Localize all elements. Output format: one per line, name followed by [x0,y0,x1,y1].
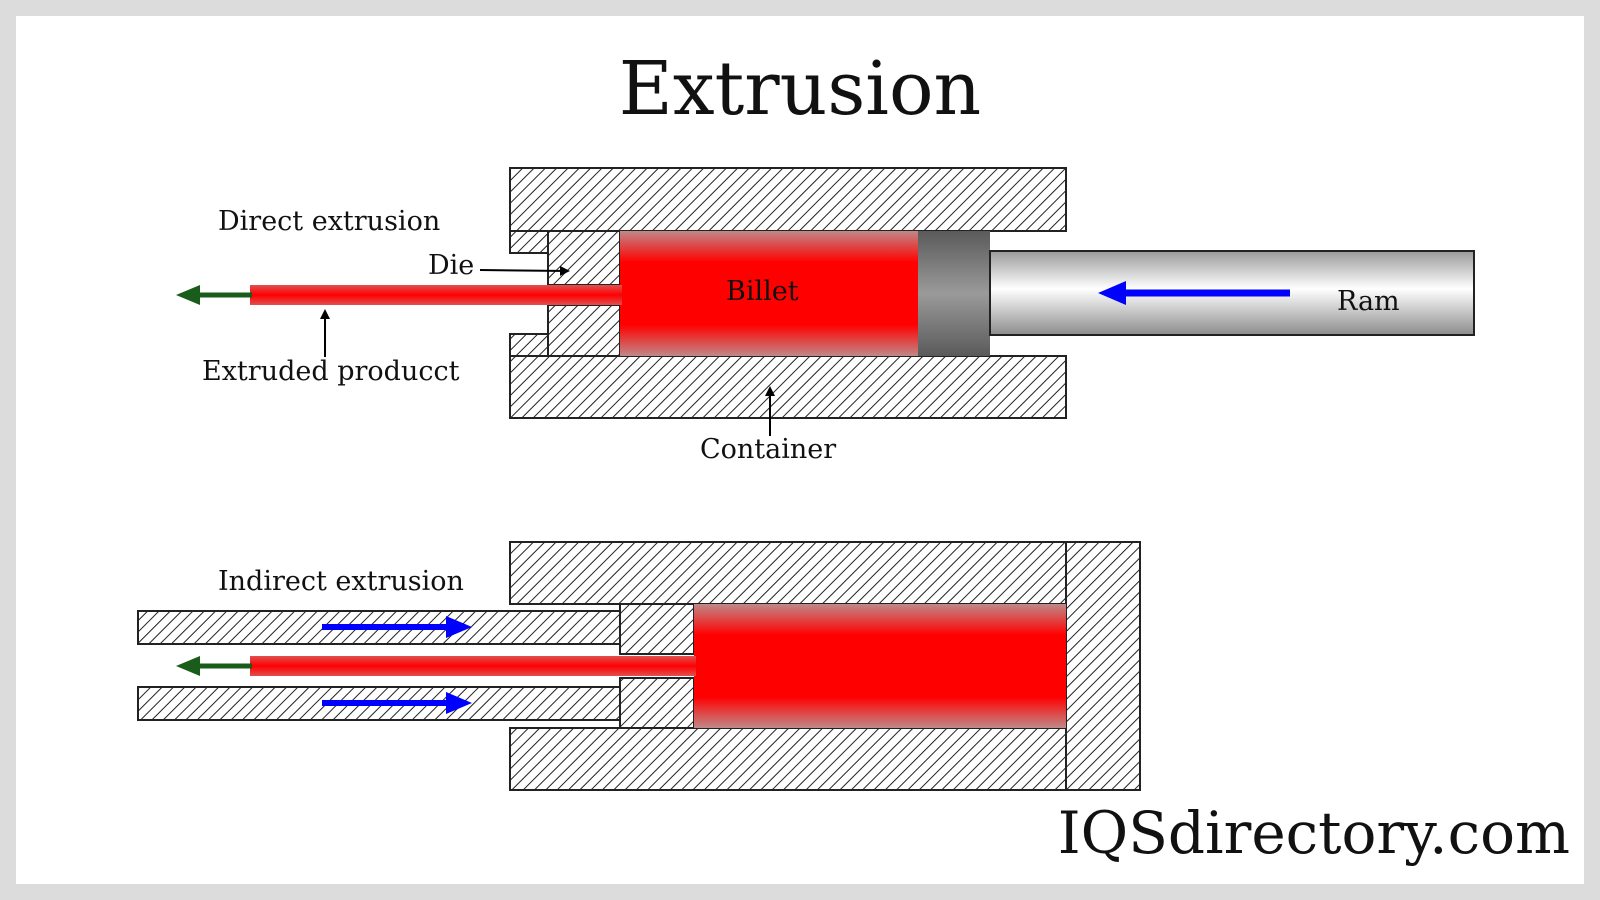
indirect-product-direction-arrow [176,656,252,676]
container-front-lip-top [509,230,549,254]
indirect-billet [694,604,1066,728]
brand-watermark: IQSdirectory.com [1057,799,1570,867]
indirect-container-bottom-wall [509,727,1067,791]
indirect-extrusion-group [137,541,1141,791]
ram-label: Ram [1337,286,1400,317]
indirect-die-lower [619,677,695,729]
indirect-ram-arrow-upper [322,616,472,638]
die-leader-line [479,265,570,276]
indirect-extrusion-heading: Indirect extrusion [218,566,464,597]
ram-direction-arrow [1098,281,1290,305]
container-bottom-wall [509,355,1067,419]
direct-extrusion-heading: Direct extrusion [218,206,441,237]
extruded-product [250,285,622,305]
indirect-container-top-wall [509,541,1067,605]
dummy-block [918,231,990,356]
product-direction-arrow [176,285,252,305]
extruded-product-label: Extruded producct [202,356,460,387]
direct-extrusion-group [176,167,1475,436]
indirect-die-upper [619,603,695,655]
indirect-extruded-product [250,656,696,676]
billet-label: Billet [726,276,799,307]
container-label: Container [700,434,837,465]
container-top-wall [509,167,1067,232]
indirect-container-closed-end [1065,541,1141,791]
page-title: Extrusion [618,46,982,132]
die-upper [547,230,621,286]
indirect-ram-arrow-lower [322,692,472,714]
die-lower [547,304,621,357]
die-label: Die [428,250,475,281]
container-front-lip-bottom [509,333,549,357]
billet [620,231,918,356]
